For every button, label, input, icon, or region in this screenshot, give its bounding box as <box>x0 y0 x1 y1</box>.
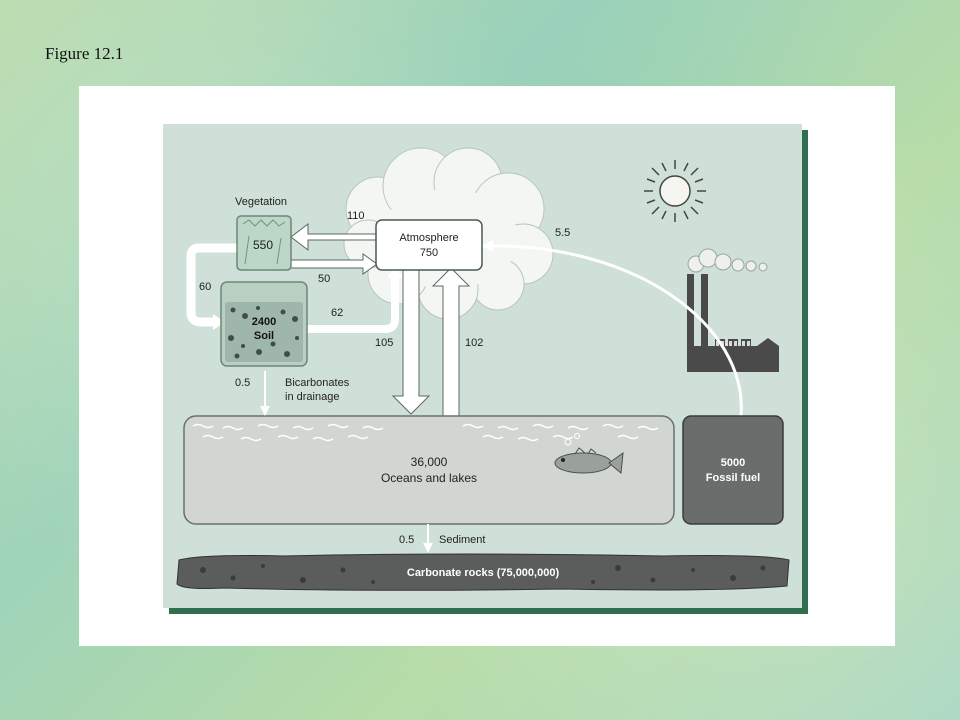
flow-veg-to-atm: 50 <box>318 273 330 285</box>
soil-value: 2400 <box>252 316 276 328</box>
bicarbonates-label-line2: in drainage <box>285 391 339 403</box>
soil-label: Soil <box>254 330 274 342</box>
slide-title: Figure 12.1 <box>45 44 124 63</box>
carbonate-rocks-layer <box>176 553 790 591</box>
flow-soil-to-ocean: 0.5 <box>235 377 250 389</box>
carbonate-rocks-label: Carbonate rocks (75,000,000) <box>407 567 560 579</box>
bicarbonates-label-line1: Bicarbonates <box>285 377 350 389</box>
vegetation-value: 550 <box>253 238 273 252</box>
soil-box <box>220 281 308 367</box>
soil-to-ocean-arrowhead <box>260 406 270 416</box>
vegetation-to-soil-arrow <box>186 243 237 327</box>
oceans-value: 36,000 <box>411 455 448 469</box>
factory-windows <box>716 341 750 346</box>
soil-to-atmosphere-arrowhead <box>387 266 403 278</box>
rock-texture <box>200 564 766 584</box>
flow-soil-to-atm: 62 <box>331 307 343 319</box>
sediment-label: Sediment <box>439 534 485 546</box>
atmosphere-value: 750 <box>420 247 438 259</box>
flow-veg-to-soil: 60 <box>199 281 211 293</box>
fossil-fuel-box <box>682 415 784 525</box>
atmosphere-box <box>375 219 483 271</box>
flow-ocean-to-sediment: 0.5 <box>399 534 414 546</box>
flow-fossil-to-atm: 5.5 <box>555 227 570 239</box>
fossil-arrowhead <box>481 240 493 252</box>
atmosphere-to-ocean-arrow <box>391 268 431 415</box>
flow-atm-to-ocean: 105 <box>375 337 393 349</box>
fossil-fuel-label: Fossil fuel <box>706 472 760 484</box>
wave-pattern <box>192 423 659 442</box>
vegetation-to-soil-arrowhead <box>213 314 225 330</box>
vegetation-to-atmosphere-arrow <box>290 253 378 275</box>
oceans-label: Oceans and lakes <box>381 471 477 485</box>
atmosphere-label: Atmosphere <box>399 232 458 244</box>
smoke-icon <box>687 248 768 273</box>
fossil-fuel-value: 5000 <box>721 457 745 469</box>
flow-ocean-to-atm: 102 <box>465 337 483 349</box>
factory-icon <box>687 274 779 372</box>
ocean-to-atmosphere-arrow <box>431 267 471 417</box>
carbon-cycle-diagram: Vegetation 550 Atmosphere 750 2400 Soil … <box>163 124 808 614</box>
vegetation-box <box>236 215 292 271</box>
soil-to-atmosphere-arrow <box>307 276 399 333</box>
vegetation-label: Vegetation <box>235 196 287 208</box>
sun-icon <box>644 160 706 222</box>
ocean-to-sediment-arrowhead <box>423 543 433 553</box>
flow-atm-to-veg: 110 <box>347 210 365 222</box>
atmosphere-to-vegetation-arrow <box>290 222 377 252</box>
fish-icon <box>554 433 624 474</box>
fossil-to-atmosphere-arrow <box>482 244 743 417</box>
